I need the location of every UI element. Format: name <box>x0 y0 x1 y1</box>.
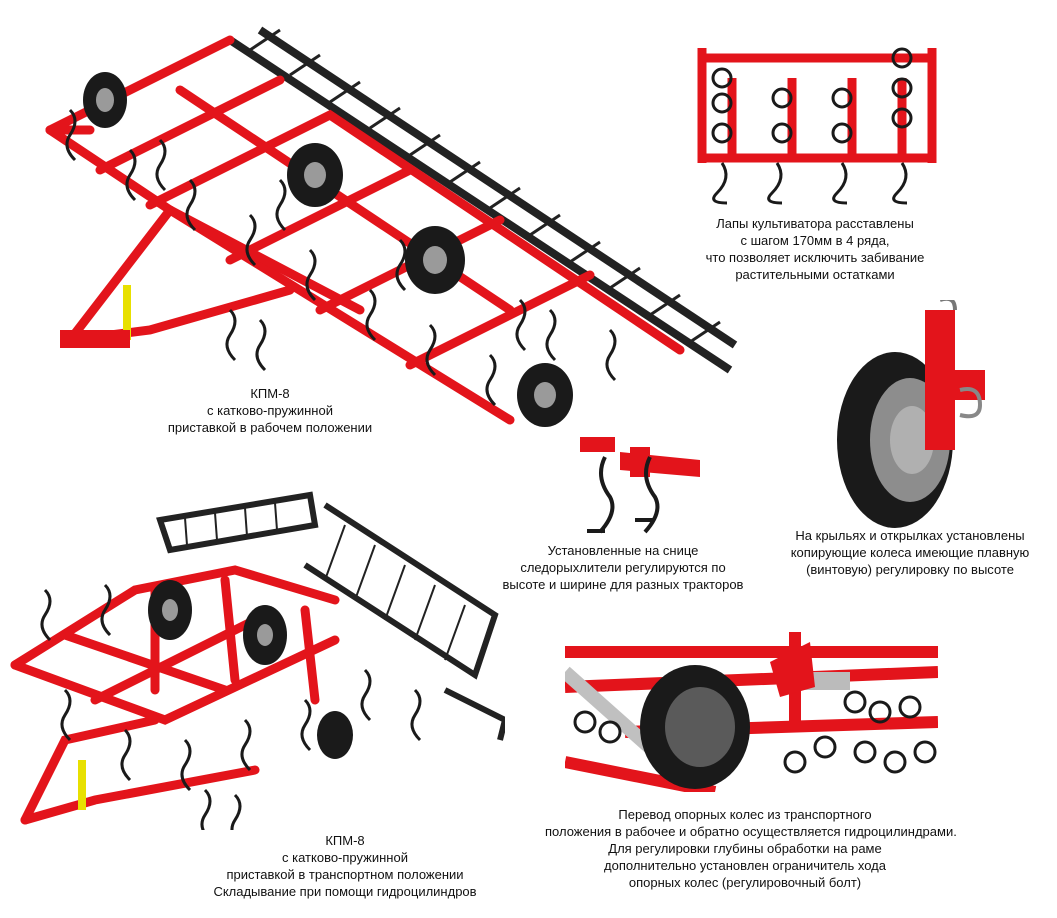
copying-wheel-illustration <box>830 300 1000 530</box>
hitch-caption: Установленные на снице следорыхлители ре… <box>502 543 744 592</box>
tine-rows-illustration <box>692 38 942 208</box>
cultivator-transport-illustration <box>5 490 505 830</box>
support-wheels-caption: Перевод опорных колес из транспортного п… <box>545 807 957 890</box>
transport-caption: КПМ-8 с катково-пружинной приставкой в т… <box>213 833 477 899</box>
main-working-caption: КПМ-8 с катково-пружинной приставкой в р… <box>167 386 373 435</box>
cultivator-working-illustration <box>30 10 740 450</box>
tines-caption: Лапы культиватора расставлены с шагом 17… <box>705 216 925 282</box>
wheel-caption: На крыльях и открылках установлены копир… <box>790 528 1030 577</box>
support-wheel-closeup-illustration <box>565 612 938 792</box>
ripper-on-drawbar-illustration <box>575 432 705 542</box>
